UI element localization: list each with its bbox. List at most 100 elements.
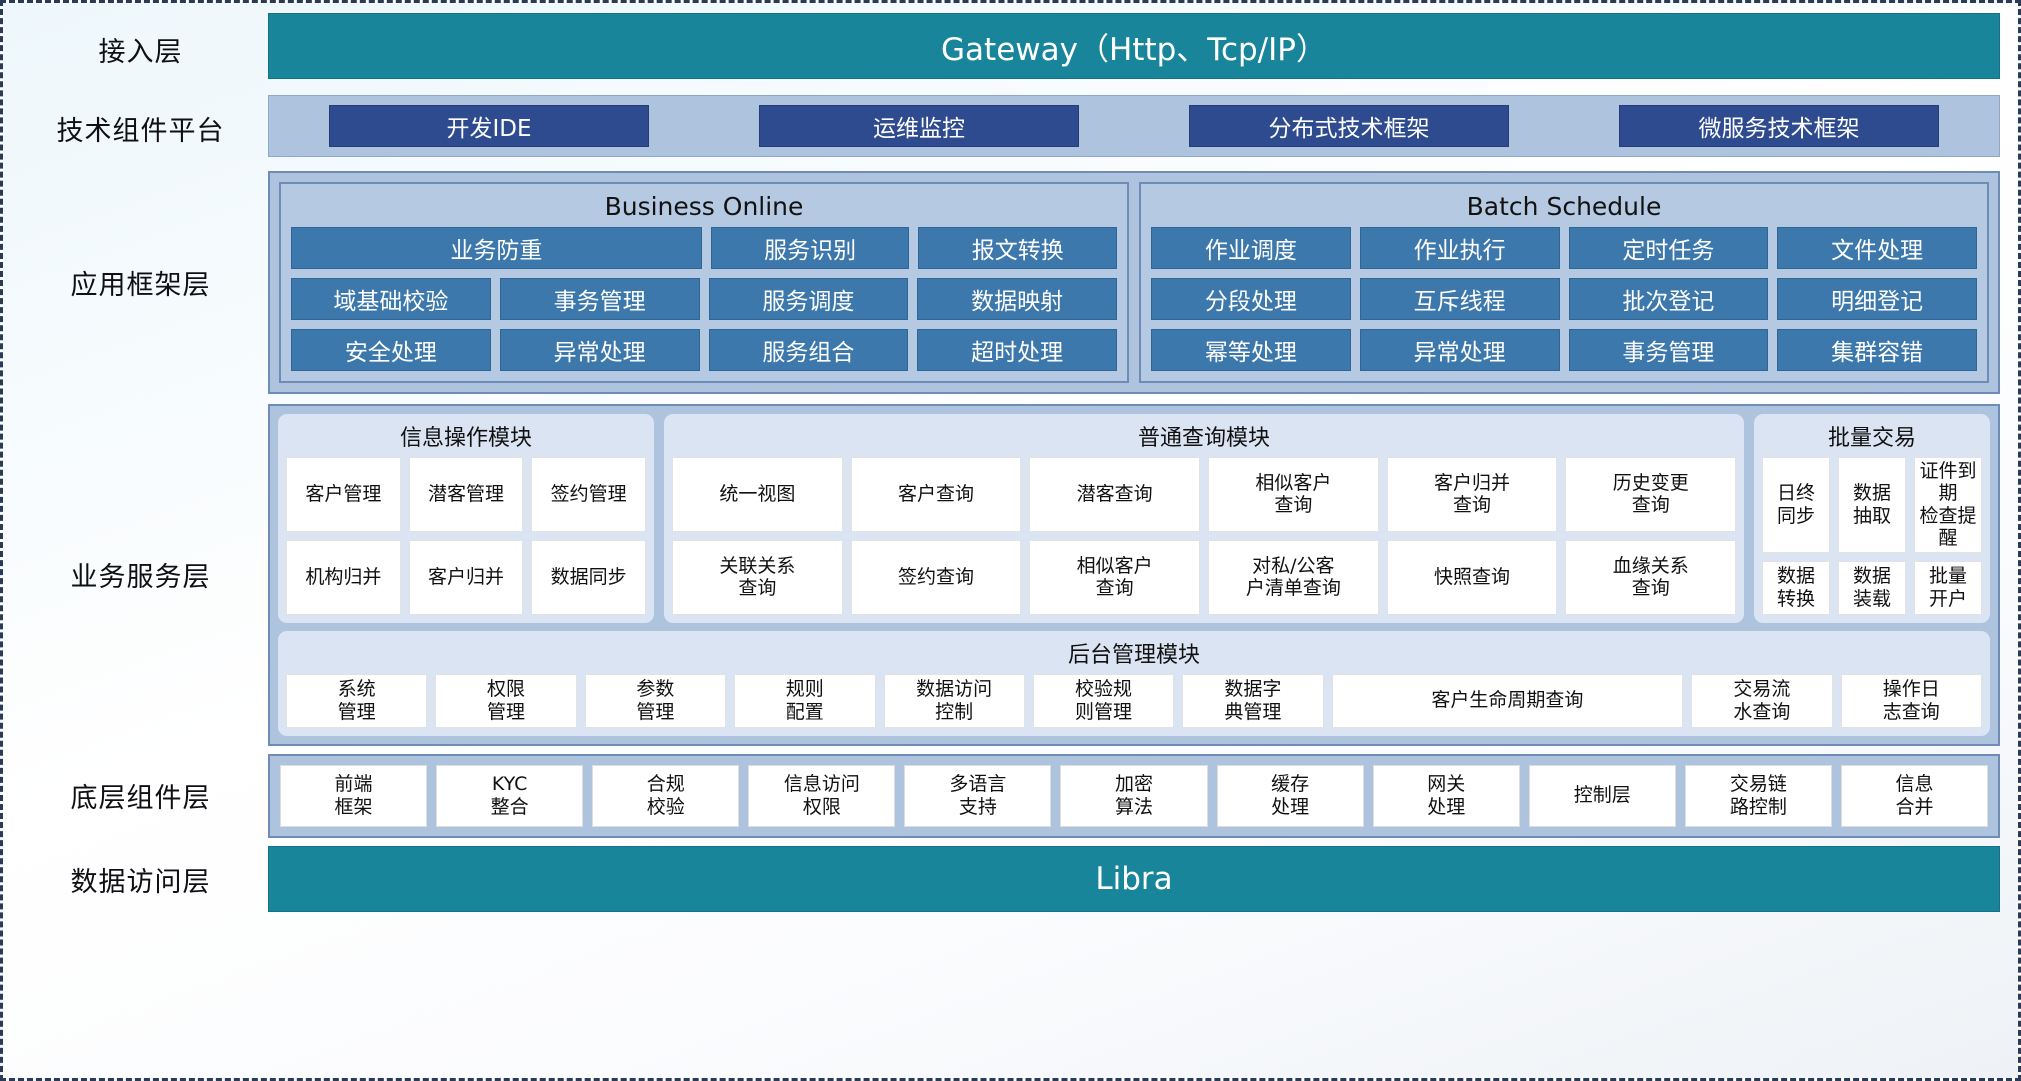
backoffice-module-title: 后台管理模块 xyxy=(1067,642,1200,668)
spacer xyxy=(13,161,2000,171)
app-chip[interactable]: 定时任务 xyxy=(1568,227,1769,269)
app-group-title: Business Online xyxy=(604,192,804,221)
app-chip[interactable]: 事务管理 xyxy=(1568,329,1769,371)
app-chip[interactable]: 异常处理 xyxy=(499,329,700,371)
business-cell[interactable]: 日终同步 xyxy=(1762,457,1830,553)
tech-chip[interactable]: 开发IDE xyxy=(329,105,649,147)
business-module-row: 信息操作模块客户管理潜客管理签约管理机构归并客户归并数据同步普通查询模块统一视图… xyxy=(278,414,1990,623)
layer-label-data-access: 数据访问层 xyxy=(70,867,211,899)
business-module-title: 普通查询模块 xyxy=(1137,426,1270,451)
app-chip[interactable]: 服务识别 xyxy=(710,227,910,269)
business-cell[interactable]: 相似客户查询 xyxy=(1029,539,1201,615)
app-chip[interactable]: 幂等处理 xyxy=(1151,329,1351,371)
business-cell[interactable]: 对私/公客户清单查询 xyxy=(1208,539,1379,615)
bottom-component-cell[interactable]: 网关处理 xyxy=(1372,764,1520,827)
business-cell[interactable]: 潜客管理 xyxy=(408,457,524,532)
app-grid: 业务防重服务识别报文转换域基础校验事务管理服务调度数据映射安全处理异常处理服务组… xyxy=(291,227,1117,371)
backoffice-cell[interactable]: 数据访问控制 xyxy=(883,673,1025,728)
business-cell[interactable]: 客户管理 xyxy=(286,457,401,532)
backoffice-cell[interactable]: 参数管理 xyxy=(584,673,727,728)
business-cell[interactable]: 客户归并 xyxy=(408,539,524,615)
app-chip[interactable]: 业务防重 xyxy=(291,227,702,269)
backoffice-cell[interactable]: 系统管理 xyxy=(286,673,428,728)
business-cell[interactable]: 证件到期检查提醒 xyxy=(1914,457,1982,553)
app-chip[interactable]: 集群容错 xyxy=(1777,329,1977,371)
business-cell[interactable]: 客户查询 xyxy=(850,457,1022,532)
business-cell[interactable]: 关联关系查询 xyxy=(672,539,843,615)
bottom-component-cell[interactable]: 交易链路控制 xyxy=(1684,764,1832,827)
app-chip[interactable]: 明细登记 xyxy=(1777,278,1977,320)
layer-data-access: 数据访问层 Libra xyxy=(13,845,2000,914)
app-chip[interactable]: 作业执行 xyxy=(1359,227,1560,269)
business-module-row-cells: 机构归并客户归并数据同步 xyxy=(286,539,647,615)
app-chip[interactable]: 文件处理 xyxy=(1777,227,1977,269)
bottom-component-cell[interactable]: 控制层 xyxy=(1528,764,1676,827)
app-grid-row: 业务防重服务识别报文转换 xyxy=(291,227,1117,269)
app-chip[interactable]: 作业调度 xyxy=(1151,227,1351,269)
app-chip[interactable]: 超时处理 xyxy=(917,329,1117,371)
business-module-title: 批量交易 xyxy=(1827,426,1916,451)
app-chip[interactable]: 域基础校验 xyxy=(291,278,491,320)
app-chip[interactable]: 服务调度 xyxy=(708,278,909,320)
tech-chip[interactable]: 运维监控 xyxy=(759,105,1079,147)
app-chip[interactable]: 数据映射 xyxy=(917,278,1117,320)
bottom-component-cell[interactable]: 缓存处理 xyxy=(1216,764,1364,827)
layer-business-service: 业务服务层 信息操作模块客户管理潜客管理签约管理机构归并客户归并数据同步普通查询… xyxy=(13,404,2000,746)
business-cell[interactable]: 统一视图 xyxy=(672,457,843,532)
bottom-component-cell[interactable]: 信息合并 xyxy=(1840,764,1989,827)
business-cell[interactable]: 历史变更查询 xyxy=(1565,457,1737,532)
business-module: 普通查询模块统一视图客户查询潜客查询相似客户查询客户归并查询历史变更查询关联关系… xyxy=(664,414,1744,623)
app-chip[interactable]: 安全处理 xyxy=(291,329,491,371)
app-chip[interactable]: 批次登记 xyxy=(1568,278,1769,320)
backoffice-cell[interactable]: 客户生命周期查询 xyxy=(1331,673,1684,728)
business-module: 批量交易日终同步数据抽取证件到期检查提醒数据转换数据装载批量开户 xyxy=(1754,414,1990,623)
backoffice-cell[interactable]: 规则配置 xyxy=(734,673,876,728)
business-cell[interactable]: 数据装载 xyxy=(1838,560,1906,615)
business-cell[interactable]: 客户归并查询 xyxy=(1386,457,1558,532)
business-cell[interactable]: 数据同步 xyxy=(531,539,647,615)
app-group-title: Batch Schedule xyxy=(1466,192,1662,221)
backoffice-cell[interactable]: 数据字典管理 xyxy=(1182,673,1324,728)
backoffice-cell[interactable]: 操作日志查询 xyxy=(1840,673,1982,728)
business-cell[interactable]: 签约查询 xyxy=(850,539,1022,615)
app-chip[interactable]: 报文转换 xyxy=(918,227,1117,269)
business-module-row-cells: 日终同步数据抽取证件到期检查提醒 xyxy=(1762,457,1982,553)
tech-chip-band: 开发IDE 运维监控 分布式技术框架 微服务技术框架 xyxy=(268,95,2000,157)
app-chip[interactable]: 互斥线程 xyxy=(1359,278,1560,320)
spacer xyxy=(13,746,2000,754)
app-chip[interactable]: 异常处理 xyxy=(1359,329,1560,371)
business-cell[interactable]: 机构归并 xyxy=(286,539,401,615)
app-chip[interactable]: 事务管理 xyxy=(499,278,700,320)
business-cell[interactable]: 数据抽取 xyxy=(1838,457,1906,553)
backoffice-cell[interactable]: 校验规则管理 xyxy=(1032,673,1175,728)
layer-label-business-service: 业务服务层 xyxy=(70,562,211,594)
business-module: 信息操作模块客户管理潜客管理签约管理机构归并客户归并数据同步 xyxy=(278,414,654,623)
business-cell[interactable]: 相似客户查询 xyxy=(1208,457,1379,532)
business-cell[interactable]: 签约管理 xyxy=(531,457,647,532)
gateway-bar: Gateway（Http、Tcp/IP） xyxy=(268,13,2000,79)
business-cell[interactable]: 快照查询 xyxy=(1386,539,1558,615)
bottom-component-cell[interactable]: 加密算法 xyxy=(1060,764,1208,827)
backoffice-cell[interactable]: 权限管理 xyxy=(435,673,577,728)
bottom-component-cell[interactable]: 前端框架 xyxy=(280,764,428,827)
layer-body-data-access: Libra xyxy=(268,845,2000,914)
spacer xyxy=(13,394,2000,404)
app-grid-row: 分段处理互斥线程批次登记明细登记 xyxy=(1151,278,1977,320)
app-grid-row: 安全处理异常处理服务组合超时处理 xyxy=(291,329,1117,371)
bottom-component-cell[interactable]: 合规校验 xyxy=(592,764,740,827)
business-cell[interactable]: 数据转换 xyxy=(1762,560,1830,615)
business-cell[interactable]: 潜客查询 xyxy=(1029,457,1201,532)
backoffice-cell[interactable]: 交易流水查询 xyxy=(1691,673,1833,728)
bottom-component-cell[interactable]: 多语言支持 xyxy=(904,764,1052,827)
business-cell[interactable]: 批量开户 xyxy=(1914,560,1982,615)
tech-chip[interactable]: 微服务技术框架 xyxy=(1619,105,1939,147)
app-chip[interactable]: 分段处理 xyxy=(1151,278,1351,320)
app-chip[interactable]: 服务组合 xyxy=(708,329,909,371)
business-cell[interactable]: 血缘关系查询 xyxy=(1565,539,1737,615)
layer-body-business-service: 信息操作模块客户管理潜客管理签约管理机构归并客户归并数据同步普通查询模块统一视图… xyxy=(268,404,2000,746)
tech-chip[interactable]: 分布式技术框架 xyxy=(1189,105,1509,147)
bottom-component-cell[interactable]: 信息访问权限 xyxy=(748,764,896,827)
